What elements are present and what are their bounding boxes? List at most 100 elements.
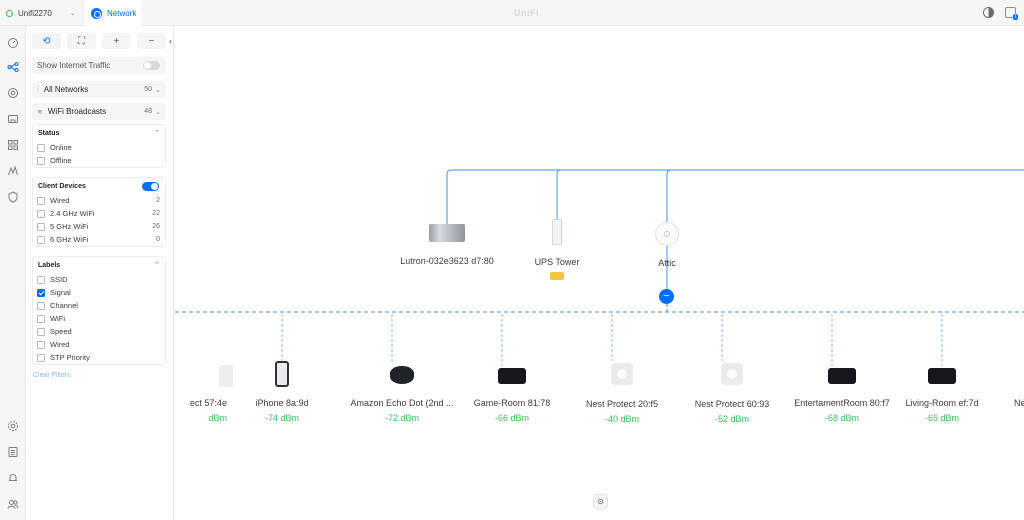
client-name: Nest Protect 20:f5	[585, 399, 659, 409]
checkbox[interactable]	[37, 209, 45, 218]
devices-icon[interactable]	[7, 87, 19, 99]
client-signal: -66 dBm	[494, 413, 529, 423]
client-name: Amazon Echo Dot (2nd ...	[350, 398, 454, 408]
zoom-in-button[interactable]: +	[102, 33, 131, 49]
alerts-icon[interactable]	[7, 472, 19, 484]
client-signal: -74 dBm	[264, 413, 299, 423]
settings-gear-icon[interactable]	[7, 420, 19, 432]
theme-toggle-icon[interactable]	[983, 7, 994, 18]
zoom-out-button[interactable]: −	[137, 33, 166, 49]
wifi-broadcasts-select[interactable]: ≋ WiFi Broadcasts 48 ⌄	[32, 103, 166, 120]
checkbox[interactable]	[37, 301, 45, 310]
admins-icon[interactable]	[7, 498, 19, 510]
recenter-button[interactable]: ⟲	[32, 33, 61, 49]
recenter-icon[interactable]: ⊙	[593, 494, 608, 509]
all-networks-count: 50	[144, 86, 152, 93]
show-internet-traffic-label: Show Internet Traffic	[37, 61, 111, 70]
client-node[interactable]: Game-Room 81:78 -66 dBm	[462, 368, 562, 423]
device-attic[interactable]: Attic	[637, 222, 697, 268]
warning-badge-icon	[550, 272, 564, 280]
filter-option-5ghz[interactable]: 5 GHz WiFi 26	[33, 220, 165, 233]
filter-option-online[interactable]: Online	[33, 141, 165, 154]
chevron-down-icon: ⌄	[155, 86, 161, 94]
checkbox[interactable]	[37, 327, 45, 336]
clear-filters-link[interactable]: Clear Filters	[33, 372, 71, 379]
collapse-panel-icon[interactable]: ‹	[169, 36, 172, 46]
apps-icon[interactable]	[7, 139, 19, 151]
show-internet-traffic-row[interactable]: Show Internet Traffic	[32, 57, 166, 74]
label-option-speed[interactable]: Speed	[33, 325, 165, 338]
option-label: 5 GHz WiFi	[50, 222, 89, 231]
client-node[interactable]: EntertamentRoom 80:f7 -68 dBm	[777, 368, 907, 423]
device-lutron[interactable]: Lutron-032e3623 d7:80	[397, 224, 497, 266]
client-signal: -40 dBm	[604, 414, 639, 424]
apple-tv-icon	[498, 368, 526, 384]
logs-icon[interactable]	[7, 446, 19, 458]
apple-tv-icon	[828, 368, 856, 384]
label-option-wired[interactable]: Wired	[33, 338, 165, 351]
option-label: SSID	[50, 275, 68, 284]
chevron-down-icon: ⌄	[69, 10, 76, 17]
status-title: Status	[38, 129, 60, 137]
client-node[interactable]: Nest Protect 60:93 -52 dBm	[677, 363, 787, 424]
checkbox[interactable]	[37, 196, 45, 205]
status-header[interactable]: Status⌃	[33, 125, 165, 141]
security-shield-icon[interactable]	[7, 191, 19, 203]
clients-icon[interactable]	[7, 113, 19, 125]
label-option-ssid[interactable]: SSID	[33, 273, 165, 286]
option-count: 26	[152, 223, 160, 230]
label-option-channel[interactable]: Channel	[33, 299, 165, 312]
insights-icon[interactable]	[7, 165, 19, 177]
client-name: Nest Protect 60:93	[694, 399, 770, 409]
checkbox[interactable]	[37, 353, 45, 362]
option-label: Wired	[50, 340, 70, 349]
client-node[interactable]: Ne	[1014, 398, 1024, 408]
labels-title: Labels	[38, 261, 61, 269]
user-avatar-icon[interactable]: 1	[1005, 7, 1018, 20]
site-selector[interactable]: Unifi2270 ⌄	[6, 6, 76, 20]
device-ups-tower[interactable]: UPS Tower	[527, 219, 587, 280]
checkbox[interactable]	[37, 222, 45, 231]
topology-canvas[interactable]: Lutron-032e3623 d7:80 UPS Tower Attic – …	[175, 26, 1024, 520]
checkbox[interactable]	[37, 143, 45, 152]
client-devices-toggle[interactable]	[142, 182, 159, 191]
client-node[interactable]: Nest Protect 20:f5 -40 dBm	[567, 363, 677, 424]
label-option-stp-priority[interactable]: STP Priority	[33, 351, 165, 364]
all-networks-select[interactable]: ⫶ All Networks 50 ⌄	[32, 81, 166, 98]
labels-header[interactable]: Labels ⌃	[33, 257, 165, 273]
checkbox[interactable]	[37, 275, 45, 284]
chevron-up-icon: ⌃	[154, 262, 160, 269]
fit-view-button[interactable]: ⛶	[67, 33, 96, 49]
client-signal: -68 dBm	[824, 413, 859, 423]
internet-traffic-toggle[interactable]	[143, 61, 160, 70]
topology-toolbar: ⟲ ⛶ + −	[32, 33, 166, 49]
option-count: 22	[152, 210, 160, 217]
label-option-signal[interactable]: Signal	[33, 286, 165, 299]
option-count: 2	[156, 197, 160, 204]
filter-option-offline[interactable]: Offline	[33, 154, 165, 167]
dashboard-icon[interactable]	[7, 37, 19, 49]
checkbox[interactable]	[37, 156, 45, 165]
nest-protect-icon	[721, 363, 743, 385]
collapse-node-button[interactable]: –	[659, 289, 674, 304]
client-node[interactable]: Amazon Echo Dot (2nd ... -72 dBm	[332, 366, 472, 423]
filter-panel: ⟲ ⛶ + − ‹ Show Internet Traffic ⫶ All Ne…	[26, 26, 174, 520]
checkbox[interactable]	[37, 235, 45, 244]
topology-icon[interactable]	[7, 61, 19, 73]
client-name: Living-Room ef:7d	[905, 398, 979, 408]
option-label: Offline	[50, 156, 72, 165]
tab-network[interactable]: Network	[85, 0, 141, 26]
checkbox[interactable]	[37, 340, 45, 349]
label-option-wifi[interactable]: WiFi	[33, 312, 165, 325]
client-node[interactable]: Living-Room ef:7d -65 dBm	[892, 368, 992, 423]
network-icon	[91, 7, 102, 19]
option-label: STP Priority	[50, 353, 90, 362]
checkbox-checked[interactable]	[37, 288, 45, 297]
client-node[interactable]: iPhone 8a:9d -74 dBm	[242, 361, 322, 423]
checkbox[interactable]	[37, 314, 45, 323]
option-label: Channel	[50, 301, 78, 310]
client-node[interactable]: ect 57:4e dBm	[175, 365, 233, 423]
